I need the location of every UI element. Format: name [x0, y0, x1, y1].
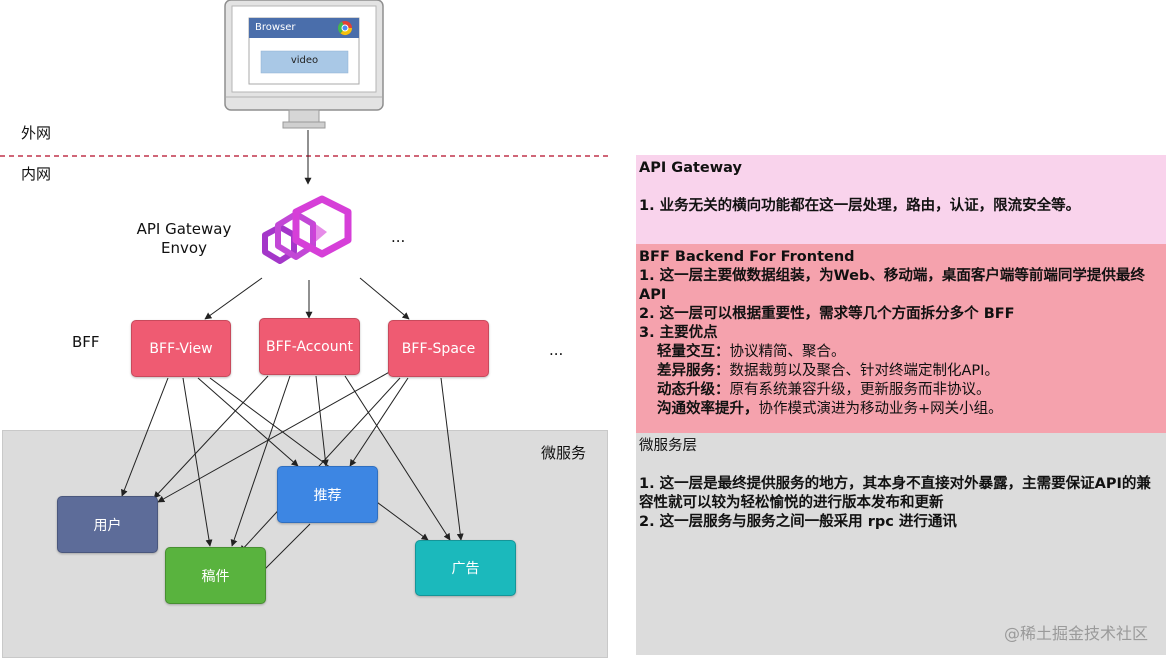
arrow-account-user [153, 375, 269, 499]
video-label: video [290, 55, 319, 66]
microservice-description-panel: 微服务层 1. 这一层是最终提供服务的地方，其本身不直接对外暴露，主需要保证AP… [636, 433, 1166, 655]
gateway-panel-point1: 1. 业务无关的横向功能都在这一层处理，路由，认证，限流安全等。 [639, 198, 1081, 214]
arrow-gateway-bff-view [204, 277, 263, 320]
bff-panel-point2: 2. 这一层可以根据重要性，需求等几个方面拆分多个 BFF [639, 306, 1015, 322]
service-recommend-node: 推荐 [277, 466, 378, 523]
gateway-label: API Gateway Envoy [120, 220, 248, 258]
bff-advantage-item: 差异服务：数据裁剪以及聚合、针对终端定制化API。 [657, 363, 999, 379]
arrow-account-draft [230, 375, 291, 547]
zone-label-internal: 内网 [21, 165, 52, 183]
gateway-panel-title: API Gateway [639, 160, 742, 176]
arrow-view-ads [209, 377, 429, 541]
arrow-view-user [121, 377, 169, 497]
bff-panel-title: BFF Backend For Frontend [639, 249, 855, 265]
browser-window [248, 17, 360, 85]
service-draft-node: 稿件 [165, 547, 266, 604]
envoy-logo-icon [262, 195, 352, 264]
zone-label-microservices: 微服务 [541, 444, 587, 462]
gateway-ellipsis: ... [391, 228, 406, 246]
ms-panel-point1: 1. 这一层是最终提供服务的地方，其本身不直接对外暴露，主需要保证API的兼容性… [639, 476, 1151, 511]
browser-title: Browser [255, 22, 296, 33]
bff-view-node: BFF-View [131, 320, 231, 377]
chrome-icon [337, 21, 353, 36]
arrow-space-user [157, 369, 394, 503]
ms-panel-title: 微服务层 [639, 438, 697, 454]
gateway-label-line2: Envoy [161, 239, 207, 257]
arrow-space-draft [239, 377, 401, 553]
ms-panel-point2: 2. 这一层服务与服务之间一般采用 rpc 进行通讯 [639, 514, 957, 530]
bff-account-node: BFF-Account [259, 318, 360, 375]
bff-panel-point3: 3. 主要优点 [639, 325, 718, 341]
zone-label-external: 外网 [21, 124, 52, 142]
bff-ellipsis: ... [549, 341, 564, 359]
bff-advantage-item: 轻量交互：协议精简、聚合。 [657, 344, 846, 360]
service-user-node: 用户 [57, 496, 158, 553]
arrow-account-ads [344, 375, 451, 541]
arrow-space-recommend [349, 377, 409, 467]
gateway-description-panel: API Gateway 1. 业务无关的横向功能都在这一层处理，路由，认证，限流… [636, 155, 1166, 244]
arrow-space-ads [440, 377, 464, 541]
arrow-view-recommend [197, 377, 299, 467]
bff-advantage-item: 沟通效率提升，协作模式演进为移动业务+网关小组。 [657, 401, 1003, 417]
bff-panel-point1: 1. 这一层主要做数据组装，为Web、移动端，桌面客户端等前端同学提供最终API [639, 268, 1145, 303]
gateway-label-line1: API Gateway [136, 220, 232, 238]
bff-layer-label: BFF [72, 333, 100, 351]
arrow-account-recommend [315, 375, 329, 467]
bff-description-panel: BFF Backend For Frontend 1. 这一层主要做数据组装，为… [636, 244, 1166, 433]
arrow-view-draft [182, 377, 213, 547]
watermark: @稀土掘金技术社区 [1003, 624, 1148, 643]
bff-advantage-item: 动态升级：原有系统兼容升级，更新服务而非协议。 [657, 382, 991, 398]
bff-space-node: BFF-Space [388, 320, 489, 377]
arrow-gateway-bff-space [359, 277, 410, 320]
service-ads-node: 广告 [415, 540, 516, 596]
